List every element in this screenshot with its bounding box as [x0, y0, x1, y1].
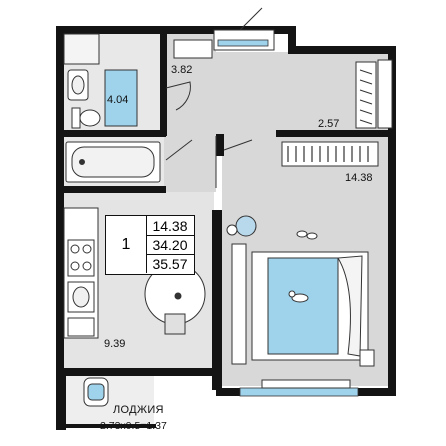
- rooms-count: 1: [106, 216, 147, 273]
- wall-top-left: [56, 26, 168, 34]
- living-door-swing: [223, 139, 253, 151]
- bathroom-door-swing: [165, 81, 191, 111]
- bathtub-icon: [65, 141, 161, 183]
- loggia-wall-bottom: [56, 424, 156, 428]
- hallway-area-label: 3.82: [171, 64, 193, 76]
- window-top-sash: [239, 7, 263, 31]
- window-top-glass: [217, 39, 269, 47]
- window-living-bottom: [239, 387, 359, 397]
- wall-top-right-step: [288, 26, 296, 54]
- wall-wc-bottom: [56, 186, 166, 193]
- bed-icon: [251, 251, 369, 361]
- kitchen-fixtures: [63, 207, 99, 339]
- nightstand-left: [231, 243, 247, 365]
- loggia-area-formula: 2.73x0.5=1.37: [100, 420, 167, 432]
- kitchen-area-label: 9.39: [104, 338, 126, 350]
- plant-icon: [226, 215, 257, 237]
- window-right: [377, 59, 393, 129]
- rug: [261, 379, 351, 389]
- total-area-with-loggia-value: 35.57: [152, 255, 188, 272]
- wall-bottom-kitchen: [56, 368, 216, 376]
- armchair-icon: [83, 377, 109, 407]
- hallway-floor: [164, 32, 216, 192]
- wall-kitchen-living: [212, 210, 222, 390]
- windows: [213, 7, 393, 397]
- washing-machine: [104, 69, 138, 127]
- living-area-value: 14.38: [146, 216, 194, 236]
- nightstand-right: [359, 349, 375, 367]
- wc-door-swing: [165, 139, 193, 161]
- wall-left-loggia: [56, 370, 66, 430]
- wall-right: [388, 46, 396, 396]
- stove-icon: [67, 239, 95, 277]
- fridge: [67, 317, 95, 337]
- wall-closet-bottom: [276, 130, 396, 137]
- living-room-furniture: [226, 215, 375, 389]
- sink-icon: [67, 69, 89, 101]
- wall-left: [56, 26, 64, 376]
- kitchen-sink-icon: [67, 281, 95, 313]
- living-room-area-label: 14.38: [345, 172, 373, 184]
- laundry-bottles: [173, 39, 213, 59]
- loggia-furniture: [83, 377, 109, 407]
- wall-bath-bottom: [56, 130, 166, 137]
- wall-hall-living: [216, 134, 224, 156]
- slippers-icon: [296, 230, 318, 240]
- apartment-summary-table: 1 14.38 34.20 35.57: [105, 215, 195, 275]
- doors: [165, 81, 253, 188]
- closet-area-label: 2.57: [318, 118, 340, 130]
- bathroom-fixtures: [63, 33, 213, 183]
- bathroom-area-label: 4.04: [107, 94, 129, 106]
- wardrobe-icon: [281, 61, 379, 167]
- total-area-value: 34.20: [146, 235, 194, 255]
- loggia-label: ЛОДЖИЯ: [113, 404, 164, 416]
- cat-icon: [288, 290, 309, 303]
- wall-top-right: [288, 46, 396, 54]
- wall-bath-right: [160, 26, 167, 136]
- tile-grid: [63, 33, 100, 65]
- wall-hall-kitchen: [150, 186, 166, 193]
- toilet-icon: [71, 107, 101, 129]
